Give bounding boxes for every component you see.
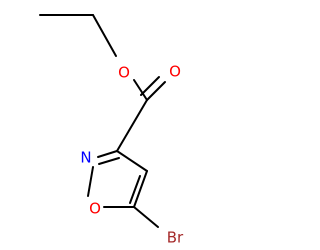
bond-ring-c3-c4 [116, 150, 148, 172]
bond-carbonyl-double-b [140, 76, 160, 96]
molecular-structure-diagram: O O N O Br [39, 14, 184, 247]
bond-ring-n2-c3-a [97, 150, 118, 158]
bond-ester-oxygen-carbonyl-carbon [133, 79, 148, 101]
atom-label-ring-nitrogen: N [80, 149, 91, 167]
bond-ring-c4-c5-inner [129, 175, 141, 204]
atom-label-bromine: Br [167, 229, 184, 247]
atom-label-ring-oxygen: O [89, 200, 101, 218]
bond-ring-c5-bromine [133, 206, 159, 228]
bond-ring-n2-c3-b [98, 157, 120, 165]
bond-ring-c4-c5 [133, 170, 148, 208]
bond-carbonyl-double-a [146, 81, 166, 101]
bond-carbonyl-ring-c3 [116, 99, 148, 152]
atom-label-ester-oxygen: O [118, 64, 130, 82]
bond-ring-o1-n2 [87, 166, 94, 197]
atom-label-carbonyl-oxygen: O [169, 63, 181, 81]
bond-methylene-ester-oxygen [92, 14, 117, 57]
